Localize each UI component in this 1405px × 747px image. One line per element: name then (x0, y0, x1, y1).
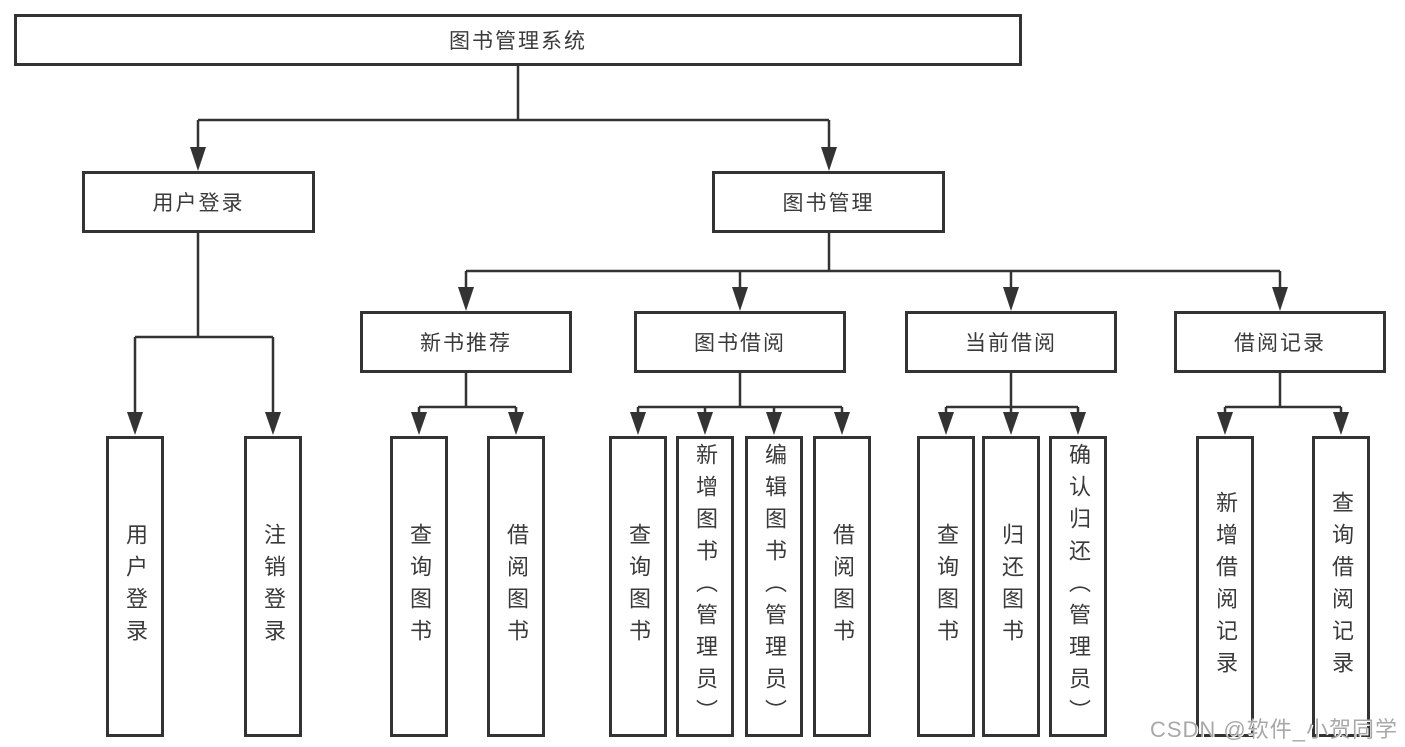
node-user-login: 用户登录 (82, 171, 315, 233)
node-book-borrowing: 图书借阅 (634, 311, 846, 373)
leaf-add-books-admin: 新增图书（管理员） (676, 436, 734, 737)
leaf-query-books-current: 查询图书 (917, 436, 975, 737)
leaf-query-borrow-record: 查询借阅记录 (1312, 436, 1370, 737)
arrowhead-icons (127, 147, 1349, 435)
csdn-watermark: CSDN @软件_小贺同学 (1149, 717, 1398, 742)
leaf-user-login: 用户登录 (106, 436, 164, 737)
node-book-management: 图书管理 (712, 171, 945, 233)
node-borrowing-records: 借阅记录 (1174, 311, 1386, 373)
node-new-book-recommendation: 新书推荐 (360, 311, 572, 373)
leaf-edit-books-admin: 编辑图书（管理员） (745, 436, 803, 737)
leaf-query-books-recommend: 查询图书 (390, 436, 448, 737)
leaf-borrow-books-recommend: 借阅图书 (487, 436, 545, 737)
leaf-logout: 注销登录 (244, 436, 302, 737)
leaf-confirm-return-admin: 确认归还（管理员） (1049, 436, 1107, 737)
node-library-management-system: 图书管理系统 (14, 14, 1022, 66)
node-current-borrowing: 当前借阅 (905, 311, 1117, 373)
leaf-query-books-borrow: 查询图书 (609, 436, 667, 737)
leaf-return-books: 归还图书 (982, 436, 1040, 737)
leaf-borrow-books: 借阅图书 (813, 436, 871, 737)
leaf-add-borrow-record: 新增借阅记录 (1196, 436, 1254, 737)
